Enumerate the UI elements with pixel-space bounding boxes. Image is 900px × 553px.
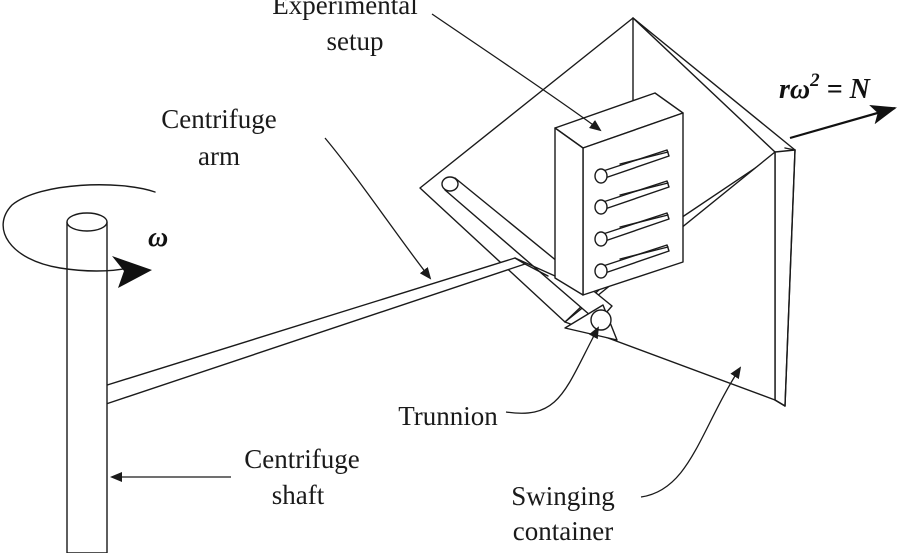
label-centrifuge-shaft: Centrifuge shaft (244, 444, 359, 510)
centrifuge-arm-label-line1: Centrifuge (161, 104, 276, 134)
centrifuge-shaft-label-line1: Centrifuge (244, 444, 359, 474)
test-tube-1 (594, 149, 670, 184)
force-label-exponent: 2 (809, 70, 820, 91)
swinging-container-label-line1: Swinging (511, 481, 615, 511)
centrifuge-shaft (66, 212, 108, 553)
force-label: rω2 = N (779, 70, 872, 105)
trunnion-label: Trunnion (398, 401, 498, 431)
experimental-setup-label-line1: Experimental (272, 0, 417, 20)
rotation-arrow-icon (2, 184, 156, 288)
centrifuge-shaft-label-line2: shaft (272, 480, 325, 510)
leader-lines (110, 13, 742, 498)
test-tube-3 (594, 212, 670, 247)
experimental-setup-label-line2: setup (327, 26, 384, 56)
omega-label: ω (148, 222, 168, 253)
label-centrifuge-arm: Centrifuge arm (161, 104, 276, 171)
force-label-rhs: = N (820, 74, 872, 105)
test-tube-2 (594, 180, 670, 215)
swinging-container-label-line2: container (513, 516, 613, 546)
centrifuge-arm-label-line2: arm (198, 141, 240, 171)
force-label-lhs: rω (779, 74, 810, 105)
centrifuge-arm (103, 257, 556, 405)
force-arrow-icon (789, 104, 897, 140)
test-tube-4 (594, 244, 670, 279)
svg-text:rω2 = N: rω2 = N (779, 70, 872, 105)
label-experimental-setup: Experimental setup (272, 0, 417, 56)
experimental-setup-block (554, 92, 684, 296)
label-swinging-container: Swinging container (511, 481, 615, 546)
trunnion-pivot (564, 304, 618, 341)
